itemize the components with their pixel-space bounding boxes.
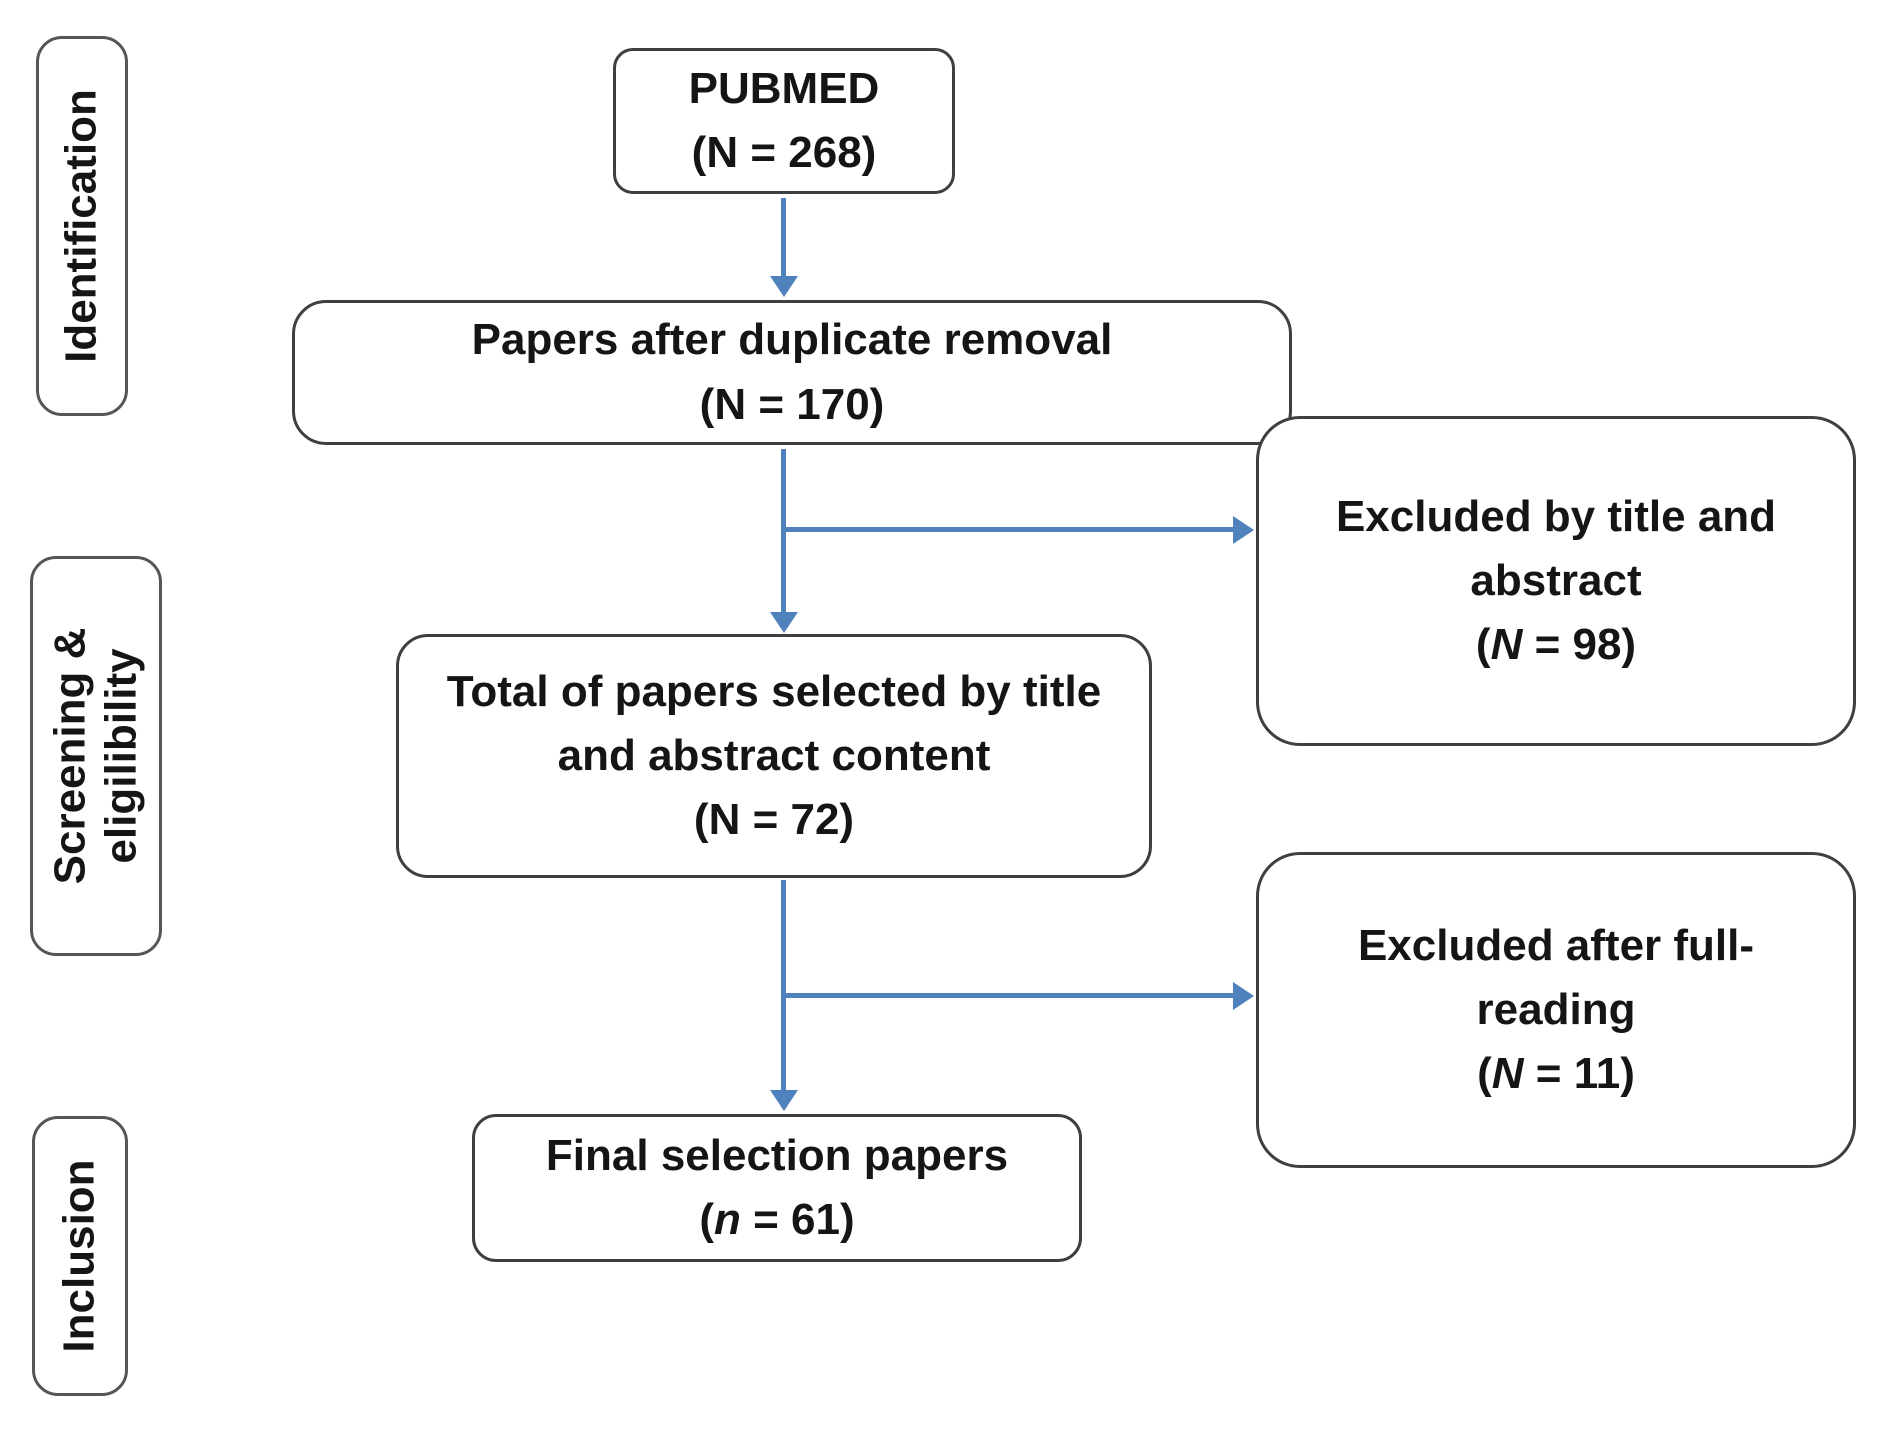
arrow-branch-to-excluded-title-abstract-line	[783, 527, 1235, 532]
count-variable: N	[706, 128, 739, 177]
count-value: = 72)	[740, 795, 855, 845]
count-open: (	[699, 379, 715, 429]
box-excluded2-title: Excluded after full-reading	[1357, 920, 1755, 1034]
box-excluded1-title: Excluded by title and abstract	[1335, 491, 1777, 605]
box-final-selection-papers: Final selection papers (n = 61)	[472, 1114, 1082, 1262]
box-pubmed-title: PUBMED	[688, 63, 880, 113]
phase-label-inclusion-text: Inclusion	[54, 1159, 104, 1353]
box-selected-count: (N = 72)	[694, 788, 854, 852]
phase-label-identification: Identification	[36, 36, 128, 416]
count-variable: N	[1491, 1049, 1524, 1099]
count-value: = 98)	[1522, 620, 1637, 670]
arrow-duplicates-to-selected-head	[770, 612, 798, 633]
arrow-selected-to-final-line	[781, 880, 786, 1092]
arrow-duplicates-to-selected-line	[781, 449, 786, 615]
count-open: (	[1475, 620, 1491, 670]
count-variable: N	[708, 795, 741, 845]
count-open: (	[693, 795, 709, 845]
box-final-title: Final selection papers	[545, 1130, 1009, 1180]
phase-label-identification-text: Identification	[56, 89, 106, 363]
arrow-branch-to-excluded-title-abstract-head	[1233, 516, 1254, 544]
phase-label-screening-text: Screening & eligilibility	[45, 628, 146, 885]
box-pubmed-count: (N = 268)	[692, 121, 877, 185]
count-variable: n	[714, 1195, 741, 1244]
count-open: (	[691, 128, 707, 177]
box-excluded1-count: (N = 98)	[1476, 613, 1636, 677]
box-excluded-by-title-and-abstract: Excluded by title and abstract (N = 98)	[1256, 416, 1856, 746]
phase-label-screening-eligibility: Screening & eligilibility	[30, 556, 162, 956]
box-excluded2-count: (N = 11)	[1477, 1042, 1635, 1106]
box-pubmed: PUBMED (N = 268)	[613, 48, 955, 194]
arrow-selected-to-final-head	[770, 1090, 798, 1111]
box-excluded-after-full-reading: Excluded after full-reading (N = 11)	[1256, 852, 1856, 1168]
count-open: (	[699, 1195, 714, 1244]
count-variable: N	[714, 379, 747, 429]
count-value: = 170)	[746, 379, 885, 429]
count-open: (	[1477, 1049, 1492, 1099]
count-variable: N	[1490, 620, 1523, 670]
arrow-pubmed-to-duplicates-line	[781, 198, 786, 278]
count-value: = 11)	[1523, 1049, 1635, 1099]
box-papers-selected-by-title-abstract: Total of papers selected by title and ab…	[396, 634, 1152, 878]
arrow-pubmed-to-duplicates-head	[770, 276, 798, 297]
box-papers-after-duplicate-removal: Papers after duplicate removal (N = 170)	[292, 300, 1292, 445]
arrow-branch-to-excluded-full-reading-line	[783, 993, 1235, 998]
box-duplicates-count: (N = 170)	[700, 373, 885, 437]
box-selected-title: Total of papers selected by title and ab…	[446, 666, 1102, 780]
phase-label-inclusion: Inclusion	[32, 1116, 128, 1396]
count-value: = 268)	[738, 128, 877, 177]
arrow-branch-to-excluded-full-reading-head	[1233, 982, 1254, 1010]
phase-label-screening-line1: Screening &	[45, 627, 95, 885]
phase-label-screening-line2: eligilibility	[96, 648, 145, 864]
count-value: = 61)	[740, 1195, 855, 1244]
box-duplicates-title: Papers after duplicate removal	[471, 315, 1113, 365]
box-final-count: (n = 61)	[699, 1188, 854, 1252]
